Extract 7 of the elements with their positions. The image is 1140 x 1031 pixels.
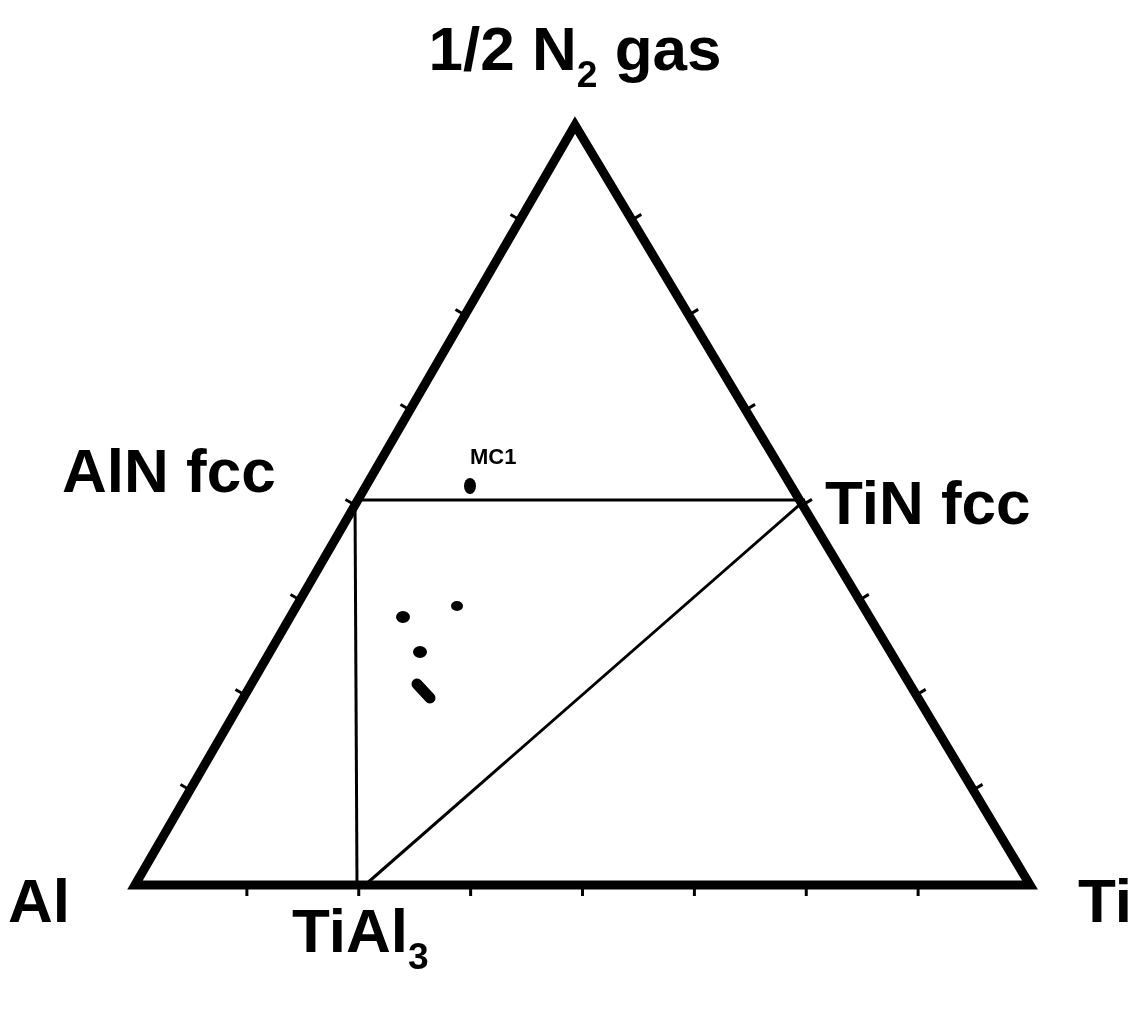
vertex-label: 1/2 N$_{2}$ gas <box>428 18 722 93</box>
compound-label: AlN fcc <box>62 440 276 502</box>
vertex-label: Al <box>8 870 70 932</box>
point-label: MC1 <box>470 446 517 468</box>
compound-label: TiAl$_{3}$ <box>292 900 429 975</box>
vertex-label: Ti <box>1078 870 1132 932</box>
compound-label: TiN fcc <box>825 472 1031 534</box>
